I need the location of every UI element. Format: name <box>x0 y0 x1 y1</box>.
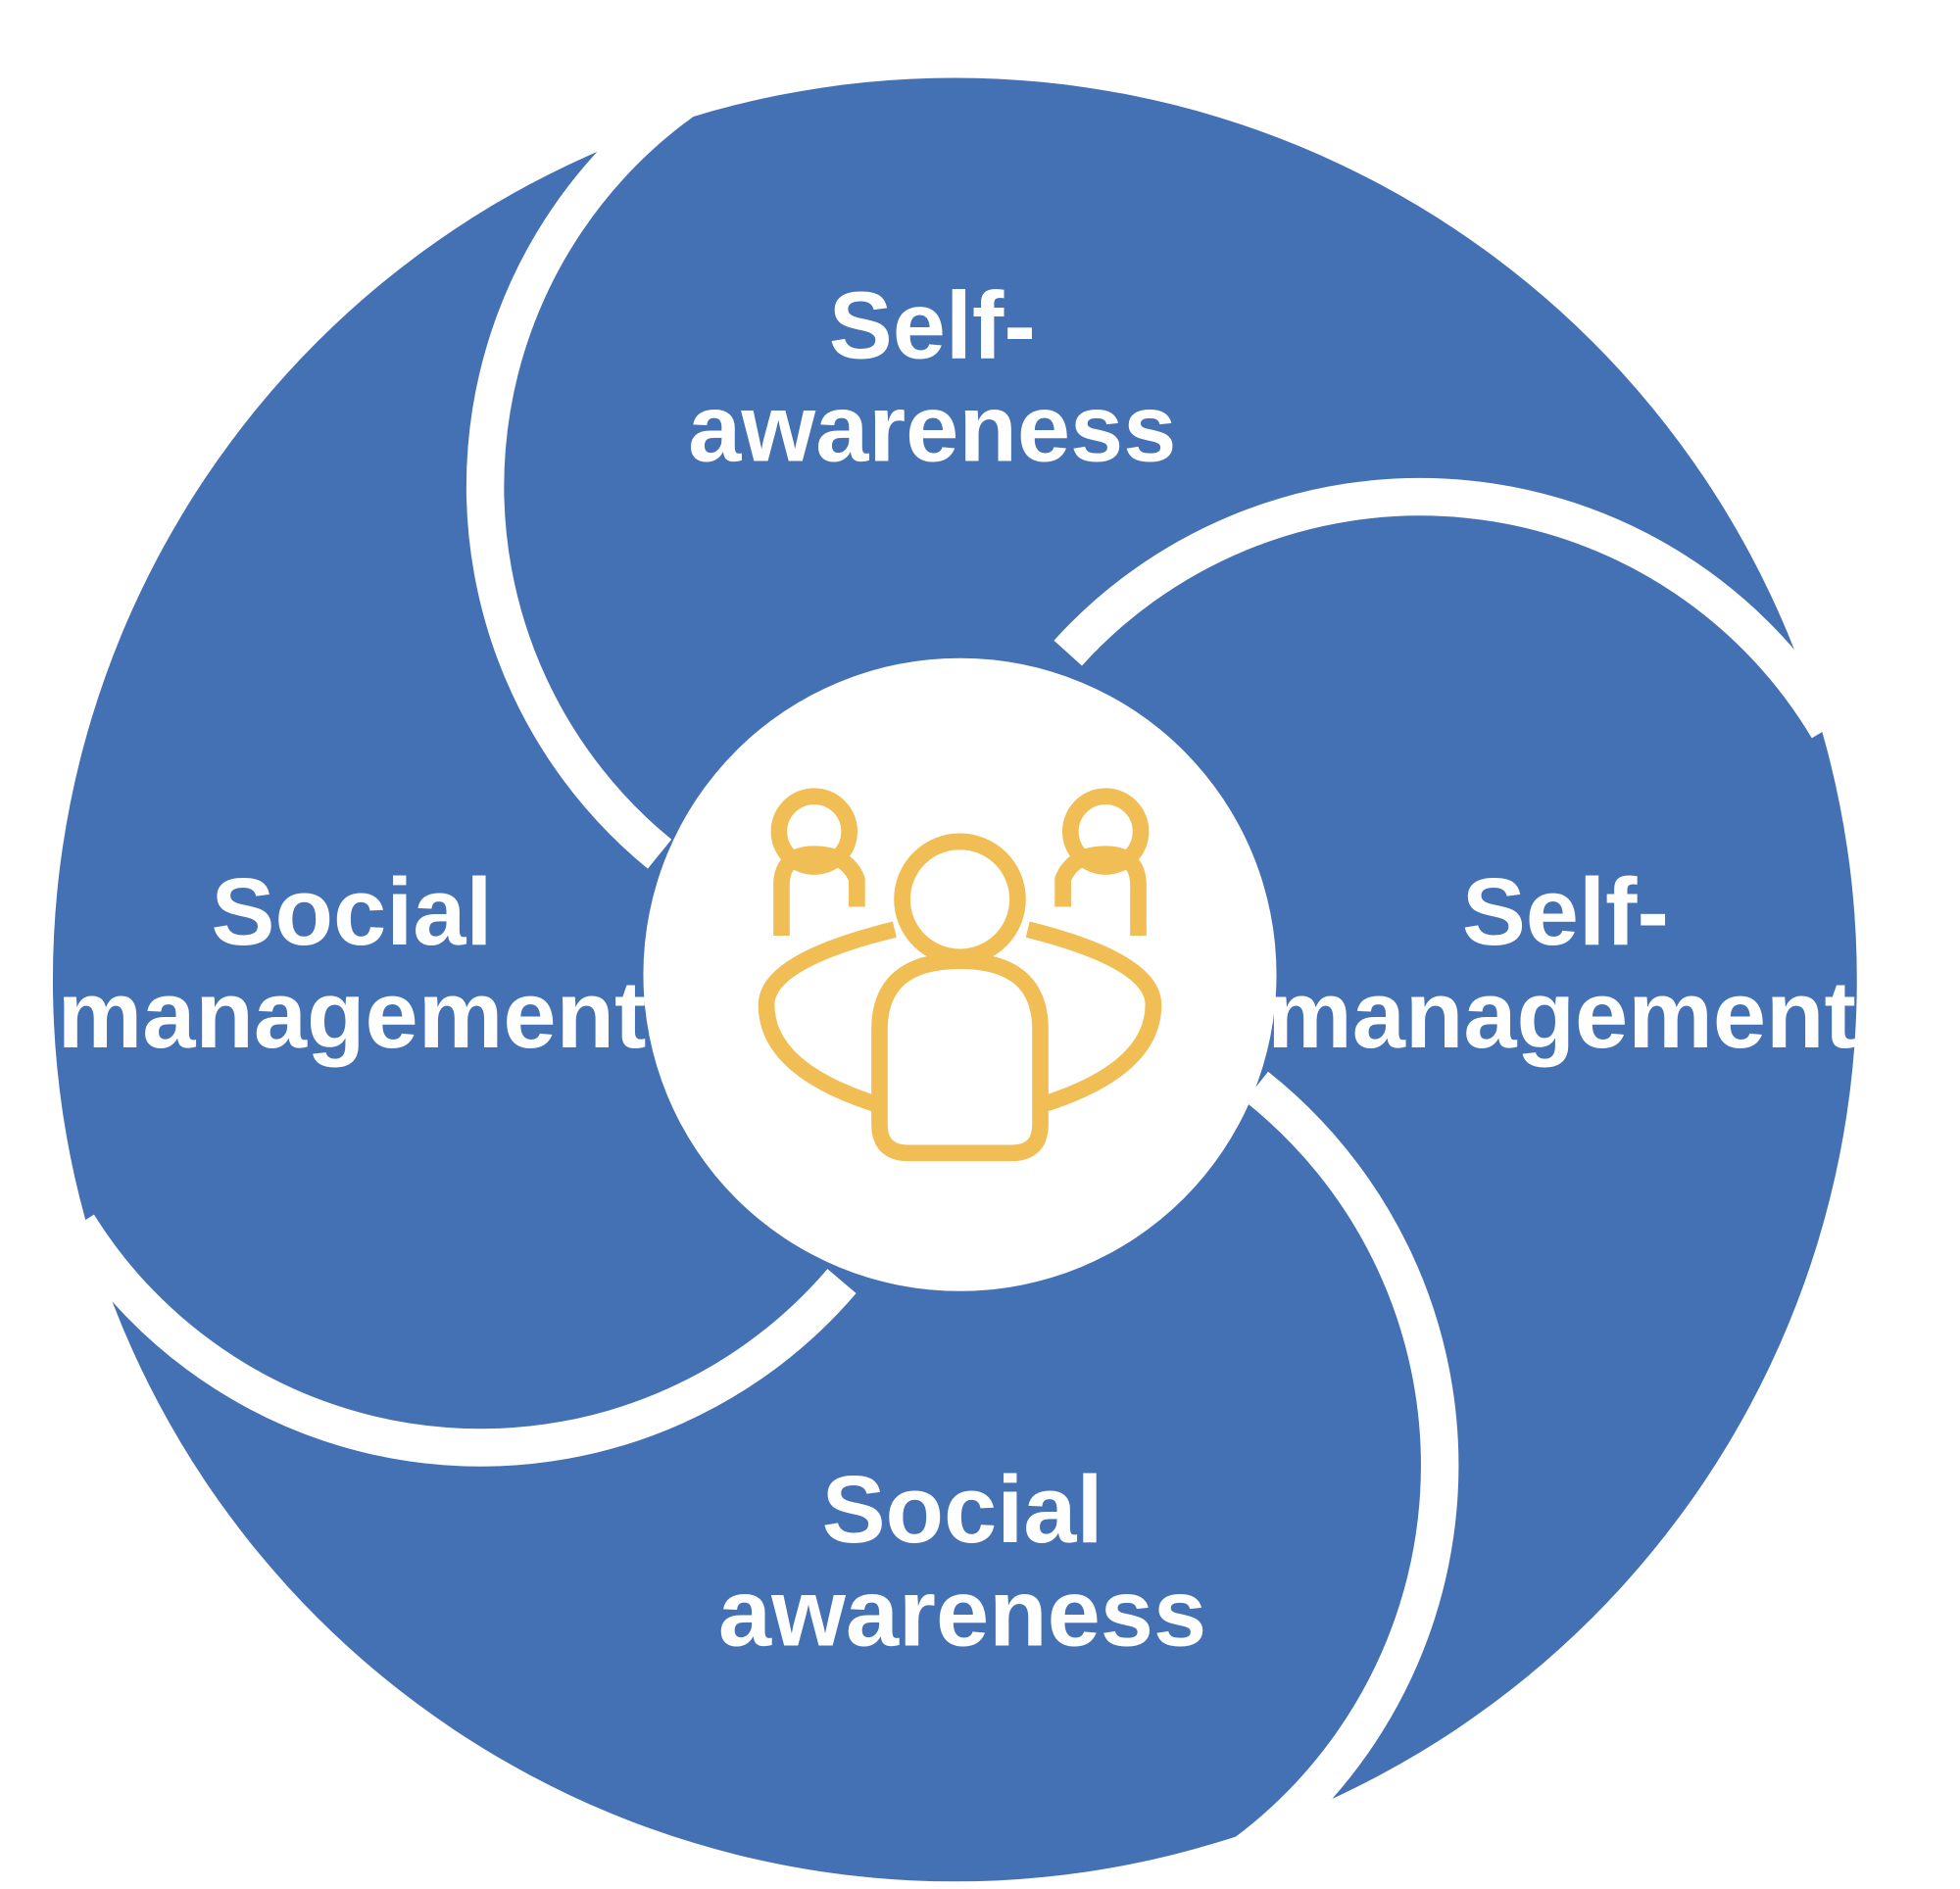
separator-top-right <box>1054 477 1844 739</box>
segment-label-line2: management <box>1267 961 1856 1068</box>
center-circle <box>643 657 1277 1291</box>
segment-self-management: Self- management <box>1267 858 1856 1068</box>
segment-label-line2: awareness <box>718 1559 1206 1666</box>
segment-label-line1: Social <box>212 858 493 965</box>
segment-self-awareness: Self- awareness <box>688 271 1176 481</box>
segment-label-line2: management <box>58 961 647 1068</box>
group-of-people-around-table-icon <box>758 788 1162 1162</box>
segment-label-line2: awareness <box>688 374 1176 481</box>
segment-social-management: Social management <box>58 858 647 1068</box>
separator-bottom-right <box>1178 1071 1459 1889</box>
segment-label-line1: Social <box>822 1456 1103 1563</box>
segment-label-line1: Self- <box>829 271 1036 378</box>
separator-bottom-left <box>62 1214 857 1467</box>
separator-top-left <box>466 59 732 869</box>
segment-label-line1: Self- <box>1462 858 1669 965</box>
segment-social-awareness: Social awareness <box>718 1456 1206 1666</box>
